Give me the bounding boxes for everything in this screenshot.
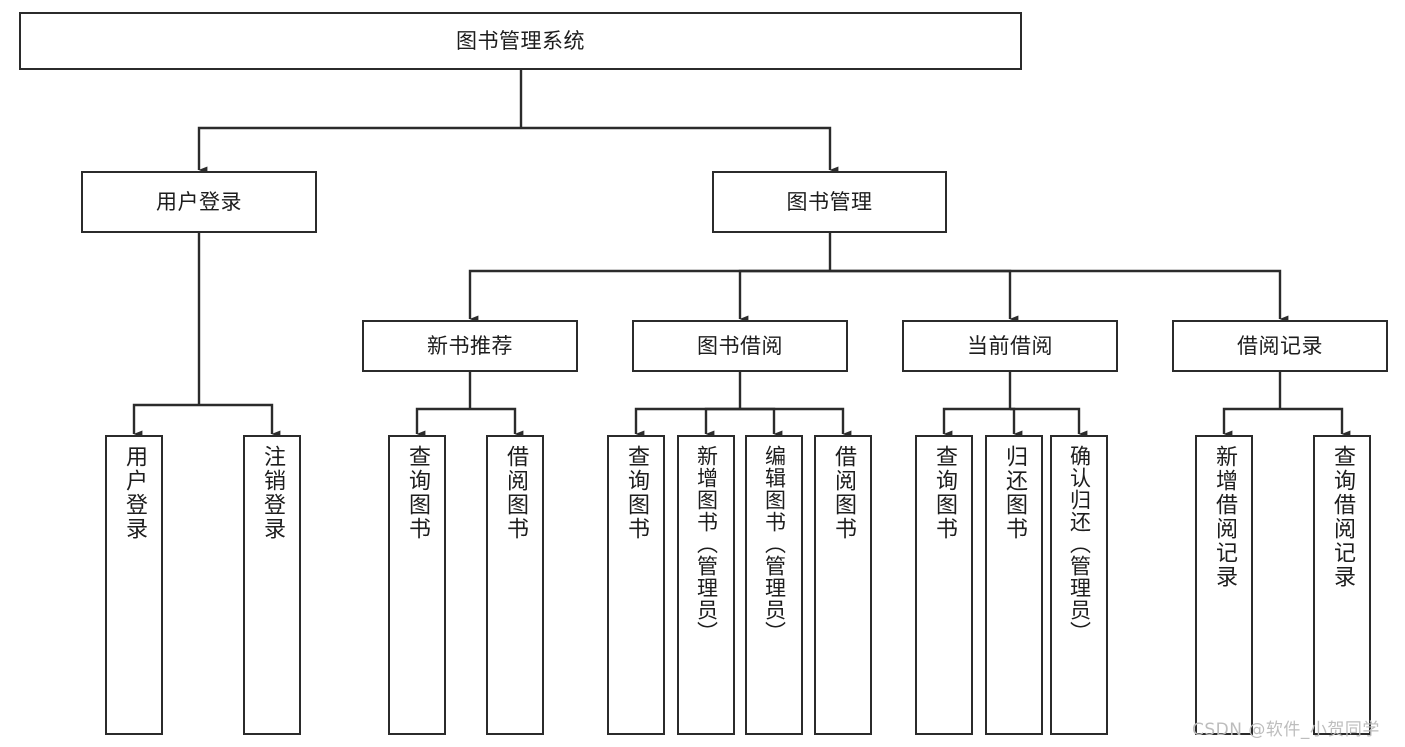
node-label: 借阅图书 [503, 445, 528, 541]
node-leaf-return-book[interactable]: 归还图书 [985, 435, 1043, 735]
connector-borrow-record-to-leaf-query-record [1280, 407, 1351, 438]
node-label: 当前借阅 [967, 333, 1053, 358]
node-label: 查询图书 [405, 445, 430, 541]
node-leaf-query-record[interactable]: 查询借阅记录 [1313, 435, 1371, 735]
connector-book-borrow-to-leaf-add-book [704, 407, 740, 438]
node-label: 新增图书（管理员） [694, 445, 719, 643]
node-leaf-user-logout[interactable]: 注销登录 [243, 435, 301, 735]
connector-root-to-user-login [197, 126, 521, 174]
node-label: 查询图书 [624, 445, 649, 541]
connector-current-borrow-to-leaf-confirm-return [1010, 407, 1088, 438]
node-current-borrow[interactable]: 当前借阅 [902, 320, 1118, 372]
node-label: 图书管理 [786, 189, 873, 214]
connector-book-manage-to-borrow-record [830, 269, 1289, 323]
connector-new-book-rec-to-leaf-query-book-1 [415, 407, 470, 438]
node-book-manage[interactable]: 图书管理 [712, 171, 947, 233]
connector-current-borrow-to-leaf-query-book-3 [942, 407, 1010, 438]
connector-book-borrow-to-leaf-query-book-2 [634, 407, 740, 438]
node-label: 用户登录 [156, 189, 242, 214]
node-leaf-user-login[interactable]: 用户登录 [105, 435, 163, 735]
node-label: 借阅图书 [831, 445, 856, 541]
csdn-watermark: CSDN @软件_小贺同学 [1192, 720, 1380, 740]
connector-current-borrow-to-leaf-return-book [1010, 407, 1023, 438]
node-leaf-edit-book[interactable]: 编辑图书（管理员） [745, 435, 803, 735]
node-label: 图书管理系统 [456, 28, 585, 53]
node-label: 新书推荐 [427, 333, 513, 358]
node-label: 用户登录 [122, 445, 147, 541]
node-label: 查询图书 [932, 445, 957, 541]
node-label: 查询借阅记录 [1330, 445, 1355, 589]
connector-new-book-rec-to-leaf-borrow-book-1 [470, 407, 524, 438]
node-leaf-query-book-3[interactable]: 查询图书 [915, 435, 973, 735]
node-leaf-query-book-2[interactable]: 查询图书 [607, 435, 665, 735]
node-label: 确认归还（管理员） [1067, 445, 1092, 643]
node-user-login[interactable]: 用户登录 [81, 171, 317, 233]
connector-book-borrow-to-leaf-borrow-book-2 [740, 407, 852, 438]
connector-root-to-book-manage [521, 126, 839, 174]
connector-user-login-to-leaf-user-login [132, 403, 199, 438]
connector-book-manage-to-book-borrow [738, 269, 830, 323]
connector-user-login-to-leaf-user-logout [199, 403, 281, 438]
node-label: 归还图书 [1002, 445, 1027, 541]
node-label: 借阅记录 [1237, 333, 1323, 358]
node-label: 编辑图书（管理员） [762, 445, 787, 643]
node-borrow-record[interactable]: 借阅记录 [1172, 320, 1388, 372]
node-leaf-query-book-1[interactable]: 查询图书 [388, 435, 446, 735]
node-leaf-add-record[interactable]: 新增借阅记录 [1195, 435, 1253, 735]
node-label: 新增借阅记录 [1212, 445, 1237, 589]
connector-borrow-record-to-leaf-add-record [1222, 407, 1280, 438]
connector-book-manage-to-current-borrow [830, 269, 1019, 323]
node-root[interactable]: 图书管理系统 [19, 12, 1022, 70]
node-label: 注销登录 [260, 445, 285, 541]
node-label: 图书借阅 [697, 333, 783, 358]
node-leaf-confirm-return[interactable]: 确认归还（管理员） [1050, 435, 1108, 735]
node-leaf-borrow-book-1[interactable]: 借阅图书 [486, 435, 544, 735]
node-leaf-add-book[interactable]: 新增图书（管理员） [677, 435, 735, 735]
node-new-book-rec[interactable]: 新书推荐 [362, 320, 578, 372]
node-leaf-borrow-book-2[interactable]: 借阅图书 [814, 435, 872, 735]
connector-book-manage-to-new-book-rec [468, 269, 830, 323]
connector-book-borrow-to-leaf-edit-book [740, 407, 783, 438]
node-book-borrow[interactable]: 图书借阅 [632, 320, 848, 372]
